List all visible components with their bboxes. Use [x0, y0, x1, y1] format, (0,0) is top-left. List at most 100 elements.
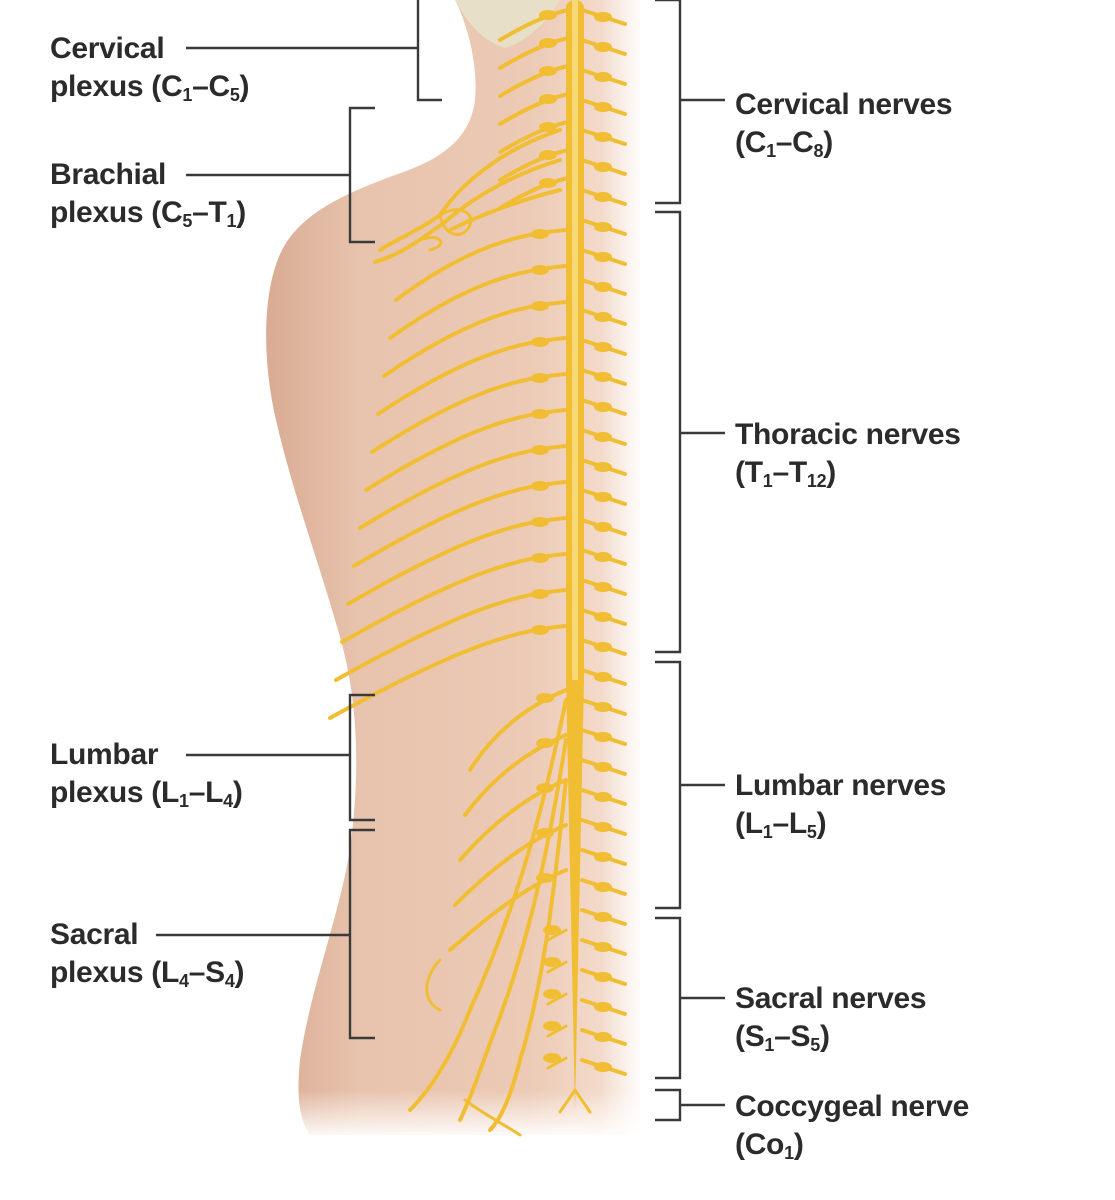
ganglion-left: [539, 122, 557, 132]
thoracic-nerves-name: Thoracic nerves: [735, 418, 961, 451]
cervical-plexus-label: Cervical plexus (C1–C5): [50, 30, 250, 106]
lumbar-nerves-range: (L1–L5): [735, 807, 827, 842]
coccygeal-nerve-range: (Co1): [735, 1128, 804, 1163]
ganglion-left: [543, 925, 561, 935]
brachial-plexus-branch: [373, 158, 562, 264]
brachial-plexus-name: Brachial: [50, 158, 166, 191]
ganglion-left: [531, 337, 549, 347]
sacral-root: [546, 960, 568, 974]
sacral-branch: [425, 958, 442, 1012]
intercostal-nerve: [370, 372, 568, 454]
ganglion-right: [594, 1032, 612, 1042]
cervical-plexus-name: Cervical: [50, 32, 165, 65]
coccygeal-nerve: [558, 1088, 592, 1114]
ganglion-right: [594, 372, 612, 382]
lumbar-plexus-range: plexus (L1–L4): [50, 776, 243, 811]
ganglion-left: [536, 738, 554, 748]
ganglion-left: [543, 957, 561, 967]
sacral-plexus-leader: [156, 828, 375, 1040]
ganglion-right: [594, 312, 612, 322]
ganglion-right: [594, 672, 612, 682]
brachial-plexus-range: plexus (C5–T1): [50, 196, 246, 231]
ganglion-right: [594, 942, 612, 952]
ganglion-right: [594, 912, 612, 922]
cervical-nerves-name: Cervical nerves: [735, 88, 953, 121]
ganglion-left: [539, 10, 557, 20]
ganglion-right: [594, 162, 612, 172]
intercostal-nerve: [340, 552, 568, 644]
ganglion-left: [531, 409, 549, 419]
cervical-nerves-range: (C1–C8): [735, 126, 833, 161]
brachial-plexus-loop: [438, 208, 473, 236]
ganglion-right: [594, 702, 612, 712]
ganglion-left: [543, 1021, 561, 1031]
ganglion-right: [594, 432, 612, 442]
ganglion-left: [531, 301, 549, 311]
lumbar-nerves-bracket: [655, 660, 725, 910]
coccygeal-nerve-name: Coccygeal nerve: [735, 1090, 969, 1123]
ganglion-right: [594, 522, 612, 532]
ganglion-right: [594, 42, 612, 52]
sacral-plexus-name: Sacral: [50, 918, 139, 951]
ganglion-left: [531, 625, 549, 635]
nerve-root-left: [498, 64, 570, 98]
nerve-root-left: [498, 36, 570, 70]
cervical-plexus-leader: [186, 0, 442, 102]
ganglion-left: [531, 265, 549, 275]
sacral-branch: [463, 1098, 522, 1137]
ganglion-right: [594, 612, 612, 622]
sacral-nerves-label: Sacral nerves (S1–S5): [735, 980, 927, 1056]
intercostal-nerve: [388, 264, 568, 340]
brachial-plexus-branch: [378, 128, 562, 252]
intercostal-nerve: [376, 336, 568, 416]
nerve-root-left: [498, 148, 570, 182]
ganglion-left: [539, 38, 557, 48]
coccygeal-nerve-label: Coccygeal nerve (Co1): [735, 1088, 969, 1164]
intercostal-nerve: [358, 444, 568, 530]
ganglion-left: [531, 229, 549, 239]
lumbar-nerve: [453, 823, 568, 907]
ganglion-right: [594, 792, 612, 802]
ganglion-right: [594, 462, 612, 472]
lumbar-nerves-name: Lumbar nerves: [735, 769, 947, 802]
ganglion-left: [536, 693, 554, 703]
ganglion-right: [594, 342, 612, 352]
brachial-plexus-label: Brachial plexus (C5–T1): [50, 156, 246, 232]
lumbar-nerve: [468, 688, 568, 772]
ganglion-right: [594, 972, 612, 982]
ganglion-right: [594, 492, 612, 502]
sacral-trunk: [408, 698, 568, 1112]
ganglion-right: [594, 12, 612, 22]
intercostal-nerve: [346, 516, 568, 606]
lumbar-nerves-label: Lumbar nerves (L1–L5): [735, 767, 946, 843]
sacral-trunk: [488, 778, 568, 1132]
lumbar-plexus-leader: [186, 693, 375, 822]
nerve-root-left: [498, 8, 570, 42]
ganglion-left: [543, 1053, 561, 1063]
ganglion-right: [594, 882, 612, 892]
ganglion-right: [594, 402, 612, 412]
lumbar-nerve: [463, 733, 568, 817]
sacral-root: [546, 928, 568, 942]
ganglion-left: [531, 373, 549, 383]
intercostal-nerve: [364, 408, 568, 492]
ganglion-left: [543, 989, 561, 999]
nerve-root-left: [498, 92, 570, 126]
intercostal-nerve: [394, 228, 568, 302]
thoracic-nerves-bracket: [655, 210, 725, 654]
thoracic-nerves-label: Thoracic nerves (T1–T12): [735, 416, 961, 492]
ganglion-right: [594, 1062, 612, 1072]
lumbar-plexus-label: Lumbar plexus (L1–L4): [50, 736, 243, 812]
ganglion-right: [594, 222, 612, 232]
lumbar-plexus-name: Lumbar: [50, 738, 159, 771]
brachial-plexus-loop: [418, 235, 443, 252]
brachial-plexus-leader: [186, 106, 375, 244]
ganglion-right: [594, 1002, 612, 1012]
ganglion-right: [594, 102, 612, 112]
sacral-plexus-range: plexus (L4–S4): [50, 956, 245, 991]
cervical-plexus-range: plexus (C1–C5): [50, 70, 250, 105]
cervical-nerves-label: Cervical nerves (C1–C8): [735, 86, 953, 162]
ganglion-right: [594, 582, 612, 592]
ganglion-left: [531, 445, 549, 455]
ganglion-right: [594, 852, 612, 862]
